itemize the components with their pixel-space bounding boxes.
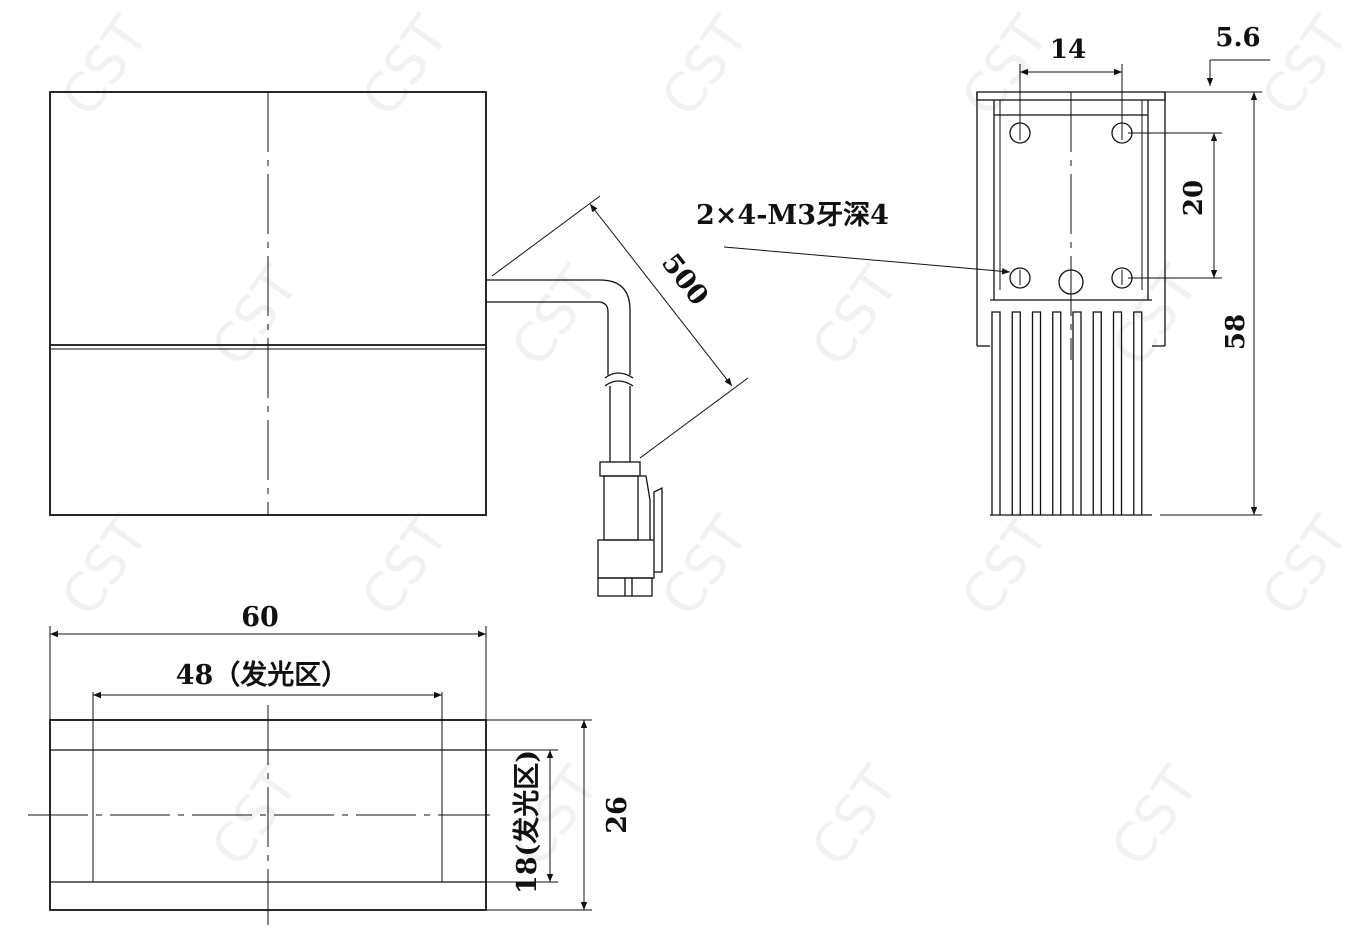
- hole-spacing-h-label: 14: [1050, 35, 1086, 65]
- watermark-text: CST: [199, 755, 311, 878]
- heatsink-fin: [1011, 311, 1021, 515]
- watermark-text: CST: [499, 255, 611, 378]
- cable-length-dimension: [491, 195, 749, 459]
- height-label: 58: [1221, 314, 1251, 350]
- height-dimension: [1160, 92, 1262, 516]
- heatsink-fin: [1092, 311, 1102, 515]
- width-total-dimension: [49, 626, 487, 720]
- cable-hole: [1058, 269, 1084, 295]
- top-offset-label: 5.6: [1215, 23, 1260, 53]
- watermark-text: CST: [349, 5, 461, 128]
- watermark-text: CST: [1249, 505, 1360, 628]
- watermark-text: CST: [1099, 755, 1211, 878]
- thread-note: 2×4-M3牙深4: [696, 200, 889, 231]
- watermark-text: CST: [949, 505, 1061, 628]
- side-view: [723, 59, 1270, 516]
- watermark-text: CST: [1249, 5, 1360, 128]
- watermark-text: CST: [649, 505, 761, 628]
- watermark-text: CST: [649, 5, 761, 128]
- hole-spacing-v-label: 20: [1179, 180, 1209, 216]
- watermark-text: CST: [199, 255, 311, 378]
- watermark-text: CST: [949, 5, 1061, 128]
- depth-emit-dimension: [486, 749, 558, 883]
- thread-leader: [723, 246, 1011, 275]
- bottom-view: [28, 626, 592, 925]
- heatsink-fin: [1112, 311, 1123, 515]
- hole-spacing-v-dimension: [1128, 132, 1222, 279]
- heatsink-fin: [1031, 311, 1042, 515]
- heatsink-fin: [991, 311, 1001, 515]
- depth-total-label: 26: [602, 796, 633, 834]
- mount-hole: [1009, 267, 1031, 289]
- depth-emit-label: 18(发光区): [511, 750, 543, 894]
- hole-spacing-h-dimension: [1019, 64, 1123, 100]
- watermark-layer: CST CST CST CST CST CST CST CST CST CST CST CST CST C…: [49, 5, 1360, 878]
- watermark-text: CST: [49, 505, 161, 628]
- top-offset-dimension: [1165, 59, 1270, 93]
- watermark-text: CST: [349, 505, 461, 628]
- watermark-text: CST: [1099, 255, 1211, 378]
- watermark-text: CST: [49, 5, 161, 128]
- connector: [597, 461, 663, 597]
- cable-length-label: 500: [655, 248, 714, 312]
- depth-total-dimension: [486, 719, 592, 911]
- heatsink-fin: [1072, 311, 1082, 515]
- width-total-label: 60: [241, 602, 279, 633]
- heatsink-fin: [1052, 311, 1062, 515]
- width-emit-label: 48（发光区）: [176, 659, 349, 691]
- watermark-text: CST: [799, 755, 911, 878]
- heatsink-fins: [991, 311, 1143, 515]
- watermark-text: CST: [799, 255, 911, 378]
- front-view: [49, 91, 749, 597]
- heatsink-fin: [1133, 311, 1143, 515]
